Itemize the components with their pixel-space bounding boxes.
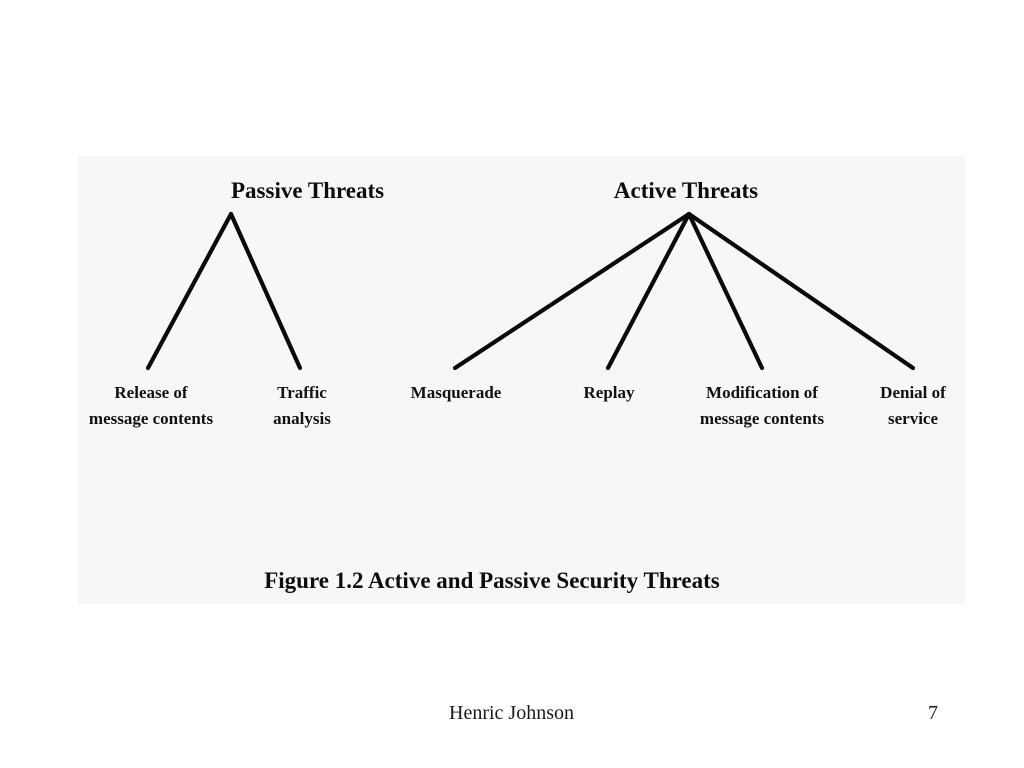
active-threats-tree: Active Threats Masquerade Replay Modific… <box>411 178 946 428</box>
figure-image-panel: Passive Threats Release of message conte… <box>78 156 965 604</box>
passive-leaf-label-traffic-line1: Traffic <box>277 383 327 402</box>
active-leaf-label-masquerade-line1: Masquerade <box>411 383 502 402</box>
passive-leaf-label-release-line2: message contents <box>89 409 214 428</box>
passive-leaf-label-traffic-line2: analysis <box>273 409 331 428</box>
active-leaf-label-modification-line1: Modification of <box>706 383 818 402</box>
passive-threats-heading: Passive Threats <box>231 178 384 203</box>
active-leaf-label-denial-line2: service <box>888 409 938 428</box>
passive-branch-line-release <box>145 211 234 371</box>
slide-footer: Henric Johnson 7 <box>0 702 1024 736</box>
footer-page-number: 7 <box>928 702 938 724</box>
passive-leaf-label-release-line1: Release of <box>114 383 188 402</box>
active-branch-line-denial <box>686 211 916 371</box>
active-branch-line-modification <box>686 211 765 371</box>
active-leaf-label-modification-line2: message contents <box>700 409 825 428</box>
active-leaf-label-replay-line1: Replay <box>584 383 636 402</box>
active-threats-heading: Active Threats <box>614 178 758 203</box>
active-branch-line-replay <box>605 211 692 371</box>
threat-taxonomy-diagram: Passive Threats Release of message conte… <box>89 178 946 593</box>
active-leaf-label-denial-line1: Denial of <box>880 383 946 402</box>
footer-author-name: Henric Johnson <box>449 702 574 724</box>
active-branch-line-masquerade <box>452 211 692 371</box>
passive-threats-tree: Passive Threats Release of message conte… <box>89 178 384 428</box>
figure-caption: Figure 1.2 Active and Passive Security T… <box>264 568 720 593</box>
passive-branch-line-traffic <box>228 211 303 371</box>
